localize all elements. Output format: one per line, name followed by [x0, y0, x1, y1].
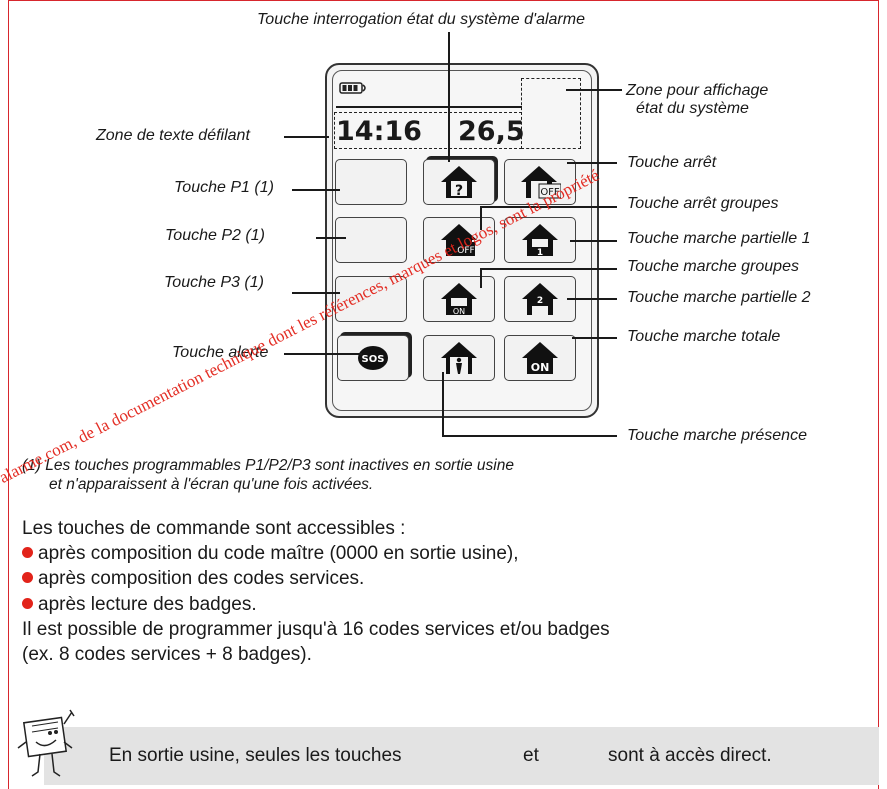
status-display-zone — [521, 78, 581, 149]
bullet-text: après composition du code maître (0000 e… — [38, 543, 519, 564]
off-key[interactable]: OFF — [504, 159, 576, 205]
label-partielle1: Touche marche partielle 1 — [627, 230, 811, 247]
leader-top — [448, 32, 450, 162]
note-part2: et — [523, 745, 539, 766]
bullet-item: après composition du code maître (0000 e… — [22, 543, 519, 565]
group-on-key[interactable]: ON — [423, 276, 495, 322]
leader-alerte — [284, 353, 362, 355]
house-on-icon: ON — [522, 342, 558, 374]
label-zone-etat: Zone pour affichage — [626, 82, 769, 99]
house-question-icon: ? — [441, 166, 477, 199]
label-zone-texte: Zone de texte défilant — [96, 127, 250, 144]
sos-badge-icon: SOS — [358, 346, 388, 370]
label-alerte: Touche alerte — [172, 344, 269, 361]
footnote-line2: et n'apparaissent à l'écran qu'une fois … — [49, 476, 374, 493]
bullet-text: après composition des codes services. — [38, 568, 365, 589]
svg-text:ON: ON — [453, 307, 465, 316]
label-status-query: Touche interrogation état du système d'a… — [257, 11, 585, 28]
body-intro: Les touches de commande sont accessibles… — [22, 518, 406, 539]
label-partielle2: Touche marche partielle 2 — [627, 289, 811, 306]
bullet-dot — [22, 547, 33, 558]
technician-mascot-icon — [17, 709, 75, 777]
bullet-item: après composition des codes services. — [22, 568, 364, 590]
label-totale: Touche marche totale — [627, 328, 781, 345]
leader-arret-groupes — [480, 206, 617, 208]
svg-text:OFF: OFF — [457, 246, 474, 256]
leader-p1 — [292, 189, 340, 191]
label-arret: Touche arrêt — [627, 154, 717, 171]
partial-1-key[interactable]: 1 — [504, 217, 576, 263]
p1-key[interactable] — [335, 159, 407, 205]
leader-zone-etat — [566, 89, 622, 91]
screen-divider — [336, 106, 522, 108]
footnote-line1: (1) Les touches programmables P1/P2/P3 s… — [22, 457, 514, 474]
note-part3: sont à accès direct. — [608, 745, 772, 766]
house-partial-1-icon: 1 — [522, 224, 558, 258]
house-partial-2-icon: 2 — [522, 283, 558, 315]
total-on-key[interactable]: ON — [504, 335, 576, 381]
house-group-on-icon: ON — [441, 283, 477, 316]
leader-marche-groupes — [480, 268, 617, 270]
leader-arret — [567, 162, 617, 164]
partial-2-key[interactable]: 2 — [504, 276, 576, 322]
house-group-off-icon: OFF — [441, 224, 477, 256]
page-frame — [8, 0, 879, 789]
battery-icon — [339, 82, 366, 94]
group-off-key[interactable]: OFF — [423, 217, 495, 263]
p2-key[interactable] — [335, 217, 407, 263]
leader-p3 — [292, 292, 340, 294]
label-arret-groupes: Touche arrêt groupes — [627, 195, 779, 212]
scrolling-text-zone — [334, 112, 522, 149]
leader-arret-groupes-v — [480, 206, 482, 230]
svg-text:?: ? — [455, 183, 463, 199]
status-query-key[interactable]: ? — [423, 159, 495, 205]
leader-partielle1 — [570, 240, 617, 242]
svg-text:SOS: SOS — [362, 354, 385, 365]
leader-marche-groupes-v — [480, 268, 482, 288]
leader-presence — [442, 435, 617, 437]
label-p3: Touche P3 (1) — [164, 274, 264, 291]
label-p1: Touche P1 (1) — [174, 179, 274, 196]
leader-p2 — [316, 237, 346, 239]
house-presence-icon — [441, 342, 477, 374]
body-para2: (ex. 8 codes services + 8 badges). — [22, 644, 312, 665]
sos-key[interactable]: SOS — [337, 335, 409, 381]
svg-text:ON: ON — [531, 361, 550, 374]
p3-key[interactable] — [335, 276, 407, 322]
svg-text:2: 2 — [537, 296, 543, 306]
note-part1: En sortie usine, seules les touches — [109, 745, 402, 766]
leader-zone-texte — [284, 136, 329, 138]
bullet-item: après lecture des badges. — [22, 594, 257, 616]
presence-key[interactable] — [423, 335, 495, 381]
bullet-dot — [22, 572, 33, 583]
bullet-dot — [22, 598, 33, 609]
svg-text:OFF: OFF — [540, 187, 560, 198]
house-off-icon: OFF — [521, 166, 561, 199]
body-para1: Il est possible de programmer jusqu'à 16… — [22, 619, 610, 640]
bullet-text: après lecture des badges. — [38, 594, 257, 615]
label-marche-groupes: Touche marche groupes — [627, 258, 799, 275]
svg-text:1: 1 — [537, 248, 543, 258]
leader-totale — [572, 337, 617, 339]
display-temperature: 26,5 — [458, 116, 525, 147]
label-presence: Touche marche présence — [627, 427, 807, 444]
leader-partielle2 — [567, 298, 617, 300]
leader-presence-v — [442, 372, 444, 436]
label-zone-etat-2: état du système — [636, 100, 749, 117]
note-bar — [44, 727, 879, 785]
display-time: 14:16 — [336, 116, 422, 147]
label-p2: Touche P2 (1) — [165, 227, 265, 244]
